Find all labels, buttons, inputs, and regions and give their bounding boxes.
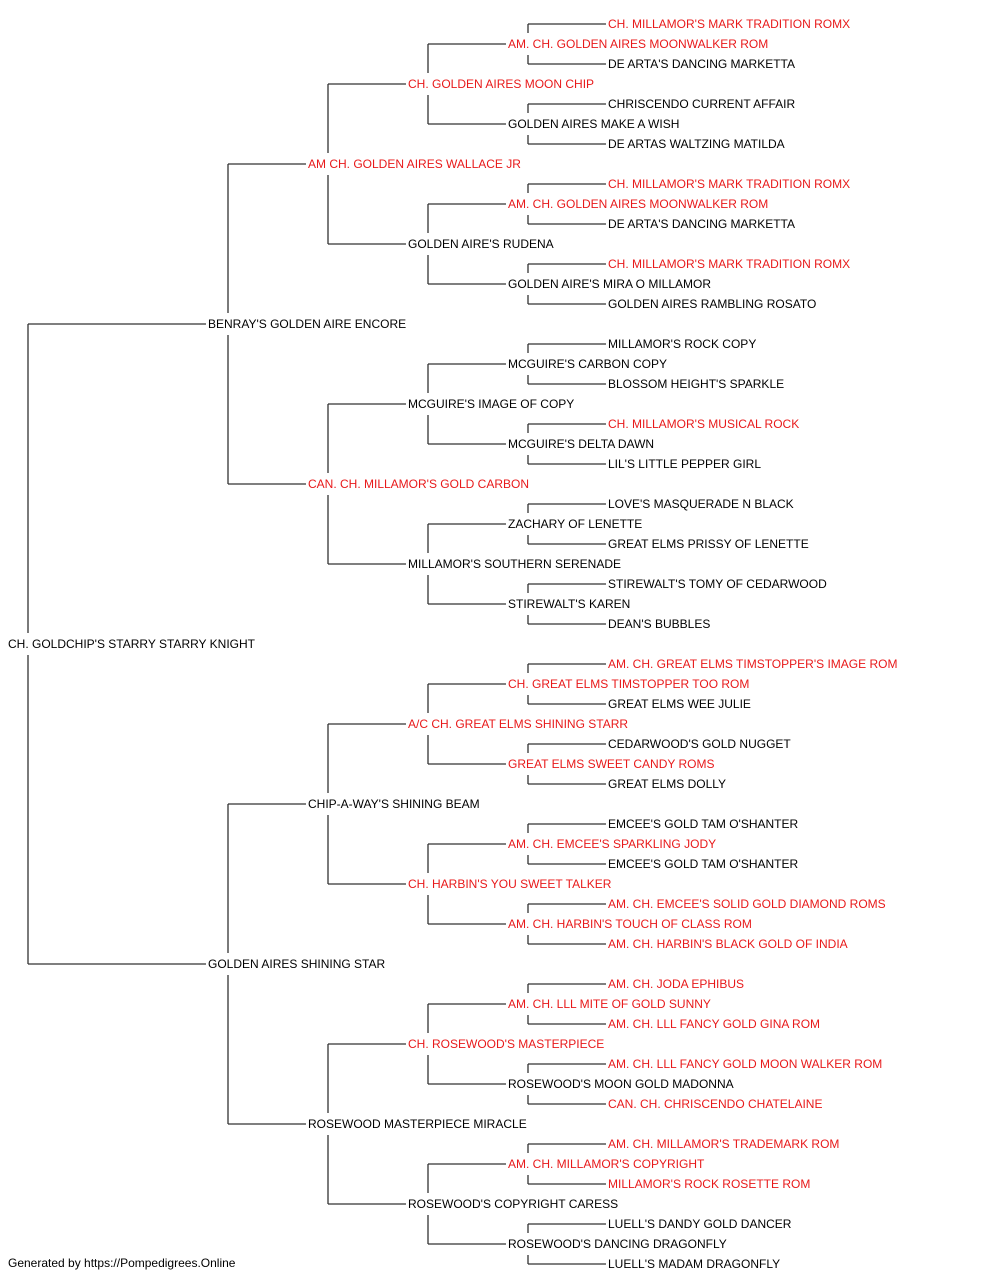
pedigree-connectors — [27, 23, 606, 1265]
pedigree-labels: CH. GOLDCHIP'S STARRY STARRY KNIGHT BENRA… — [8, 17, 897, 1271]
dog-name-gen1: CH. GOLDCHIP'S STARRY STARRY KNIGHT — [8, 637, 256, 651]
dog-name-gen6: AM. CH. LLL FANCY GOLD GINA ROM — [608, 1017, 820, 1031]
dog-name-gen2: BENRAY'S GOLDEN AIRE ENCORE — [208, 317, 406, 331]
dog-name-gen6: EMCEE'S GOLD TAM O'SHANTER — [608, 857, 799, 871]
dog-name-gen5: AM. CH. EMCEE'S SPARKLING JODY — [508, 837, 716, 851]
dog-name-gen5: MCGUIRE'S CARBON COPY — [508, 357, 667, 371]
dog-name-gen5: AM. CH. HARBIN'S TOUCH OF CLASS ROM — [508, 917, 752, 931]
dog-name-gen6: AM. CH. EMCEE'S SOLID GOLD DIAMOND ROMS — [608, 897, 886, 911]
dog-name-gen6: AM. CH. JODA EPHIBUS — [608, 977, 744, 991]
dog-name-gen6: DE ARTA'S DANCING MARKETTA — [608, 57, 795, 71]
dog-name-gen3: CAN. CH. MILLAMOR'S GOLD CARBON — [308, 477, 529, 491]
dog-name-gen6: EMCEE'S GOLD TAM O'SHANTER — [608, 817, 799, 831]
dog-name-gen6: CEDARWOOD'S GOLD NUGGET — [608, 737, 791, 751]
dog-name-gen5: ROSEWOOD'S DANCING DRAGONFLY — [508, 1237, 727, 1251]
dog-name-gen4: MILLAMOR'S SOUTHERN SERENADE — [408, 557, 621, 571]
dog-name-gen3: AM CH. GOLDEN AIRES WALLACE JR — [308, 157, 521, 171]
dog-name-gen5: ROSEWOOD'S MOON GOLD MADONNA — [508, 1077, 734, 1091]
dog-name-gen5: GOLDEN AIRES MAKE A WISH — [508, 117, 679, 131]
dog-name-gen6: LIL'S LITTLE PEPPER GIRL — [608, 457, 761, 471]
dog-name-gen4: MCGUIRE'S IMAGE OF COPY — [408, 397, 574, 411]
dog-name-gen3: CHIP-A-WAY'S SHINING BEAM — [308, 797, 480, 811]
dog-name-gen6: CH. MILLAMOR'S MUSICAL ROCK — [608, 417, 799, 431]
dog-name-gen6: LUELL'S DANDY GOLD DANCER — [608, 1217, 792, 1231]
dog-name-gen6: GREAT ELMS PRISSY OF LENETTE — [608, 537, 809, 551]
dog-name-gen6: DE ARTA'S DANCING MARKETTA — [608, 217, 795, 231]
dog-name-gen6: GOLDEN AIRES RAMBLING ROSATO — [608, 297, 816, 311]
dog-name-gen4: CH. HARBIN'S YOU SWEET TALKER — [408, 877, 612, 891]
dog-name-gen5: MCGUIRE'S DELTA DAWN — [508, 437, 654, 451]
dog-name-gen6: AM. CH. HARBIN'S BLACK GOLD OF INDIA — [608, 937, 848, 951]
dog-name-gen5: ZACHARY OF LENETTE — [508, 517, 642, 531]
dog-name-gen6: DE ARTAS WALTZING MATILDA — [608, 137, 785, 151]
dog-name-gen6: MILLAMOR'S ROCK ROSETTE ROM — [608, 1177, 810, 1191]
dog-name-gen6: AM. CH. LLL FANCY GOLD MOON WALKER ROM — [608, 1057, 882, 1071]
dog-name-gen5: AM. CH. MILLAMOR'S COPYRIGHT — [508, 1157, 705, 1171]
dog-name-gen5: AM. CH. GOLDEN AIRES MOONWALKER ROM — [508, 37, 768, 51]
dog-name-gen3: ROSEWOOD MASTERPIECE MIRACLE — [308, 1117, 527, 1131]
dog-name-gen6: STIREWALT'S TOMY OF CEDARWOOD — [608, 577, 827, 591]
dog-name-gen6: LUELL'S MADAM DRAGONFLY — [608, 1257, 780, 1271]
dog-name-gen4: ROSEWOOD'S COPYRIGHT CARESS — [408, 1197, 618, 1211]
dog-name-gen5: AM. CH. GOLDEN AIRES MOONWALKER ROM — [508, 197, 768, 211]
dog-name-gen6: CH. MILLAMOR'S MARK TRADITION ROMX — [608, 257, 850, 271]
dog-name-gen2: GOLDEN AIRES SHINING STAR — [208, 957, 385, 971]
dog-name-gen5: CH. GREAT ELMS TIMSTOPPER TOO ROM — [508, 677, 749, 691]
dog-name-gen6: AM. CH. GREAT ELMS TIMSTOPPER'S IMAGE RO… — [608, 657, 897, 671]
dog-name-gen6: DEAN'S BUBBLES — [608, 617, 710, 631]
dog-name-gen6: BLOSSOM HEIGHT'S SPARKLE — [608, 377, 784, 391]
dog-name-gen6: CHRISCENDO CURRENT AFFAIR — [608, 97, 795, 111]
footer-credit: Generated by https://Pompedigrees.Online — [8, 1256, 236, 1270]
dog-name-gen5: GREAT ELMS SWEET CANDY ROMS — [508, 757, 714, 771]
dog-name-gen6: CH. MILLAMOR'S MARK TRADITION ROMX — [608, 17, 850, 31]
dog-name-gen5: GOLDEN AIRE'S MIRA O MILLAMOR — [508, 277, 711, 291]
dog-name-gen5: AM. CH. LLL MITE OF GOLD SUNNY — [508, 997, 711, 1011]
dog-name-gen4: GOLDEN AIRE'S RUDENA — [408, 237, 554, 251]
dog-name-gen6: CAN. CH. CHRISCENDO CHATELAINE — [608, 1097, 822, 1111]
dog-name-gen4: CH. GOLDEN AIRES MOON CHIP — [408, 77, 594, 91]
dog-name-gen6: GREAT ELMS DOLLY — [608, 777, 726, 791]
dog-name-gen6: AM. CH. MILLAMOR'S TRADEMARK ROM — [608, 1137, 839, 1151]
dog-name-gen6: CH. MILLAMOR'S MARK TRADITION ROMX — [608, 177, 850, 191]
dog-name-gen4: CH. ROSEWOOD'S MASTERPIECE — [408, 1037, 604, 1051]
dog-name-gen6: GREAT ELMS WEE JULIE — [608, 697, 751, 711]
dog-name-gen6: LOVE'S MASQUERADE N BLACK — [608, 497, 794, 511]
dog-name-gen4: A/C CH. GREAT ELMS SHINING STARR — [408, 717, 628, 731]
dog-name-gen6: MILLAMOR'S ROCK COPY — [608, 337, 756, 351]
dog-name-gen5: STIREWALT'S KAREN — [508, 597, 630, 611]
